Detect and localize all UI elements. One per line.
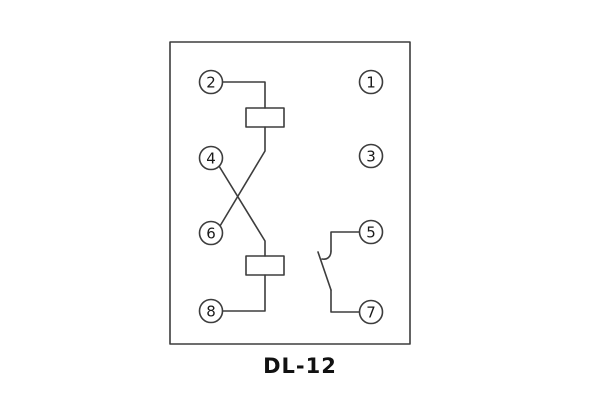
wire-contact-terminal7	[330, 289, 361, 313]
terminal-7-label: 7	[366, 304, 376, 322]
coil-2	[245, 255, 285, 276]
terminal-5: 5	[358, 219, 384, 245]
wire-coil2-terminal8	[221, 274, 266, 312]
terminal-5-label: 5	[366, 224, 376, 242]
terminal-6: 6	[198, 220, 224, 246]
terminal-8-label: 8	[206, 303, 216, 321]
terminal-2-label: 2	[206, 74, 216, 92]
diagram-title: DL-12	[263, 354, 337, 378]
terminal-4-label: 4	[206, 150, 216, 168]
terminal-8: 8	[198, 298, 224, 324]
terminal-7: 7	[358, 299, 384, 325]
terminal-6-label: 6	[206, 225, 216, 243]
contact-blade	[317, 251, 332, 291]
terminal-4: 4	[198, 145, 224, 171]
wire-terminal5-contact	[330, 231, 361, 252]
terminal-1: 1	[358, 69, 384, 95]
wire-terminal4-coil2	[218, 165, 266, 257]
terminal-3-label: 3	[366, 148, 376, 166]
terminal-3: 3	[358, 143, 384, 169]
coil-1	[245, 107, 285, 128]
enclosure-outline	[169, 41, 411, 345]
contact-fixed-hook	[321, 250, 332, 260]
terminal-1-label: 1	[366, 74, 376, 92]
terminal-2: 2	[198, 69, 224, 95]
wire-terminal2-coil1	[221, 81, 266, 109]
wire-coil1-terminal6	[219, 126, 266, 227]
